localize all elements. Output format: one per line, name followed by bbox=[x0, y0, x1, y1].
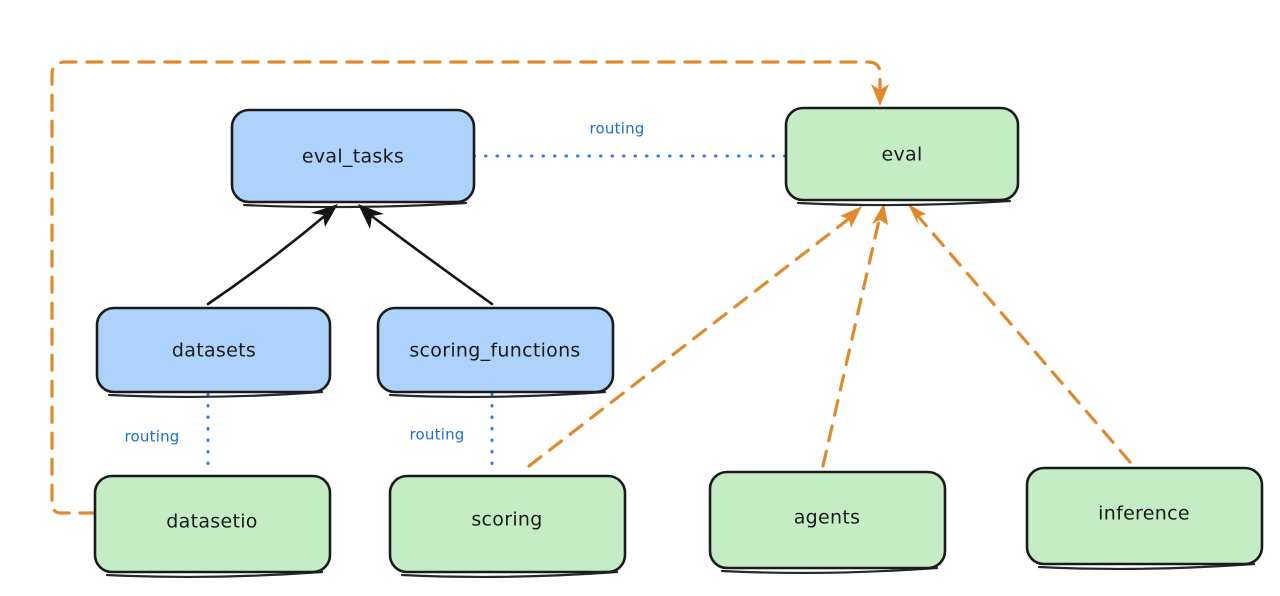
node-datasets[interactable]: datasets bbox=[95, 306, 332, 399]
node-agents[interactable]: agents bbox=[708, 470, 947, 575]
edge-scoring-eval bbox=[527, 206, 862, 468]
edge-datasets-eval-tasks bbox=[206, 204, 338, 306]
edge-inference-eval bbox=[908, 204, 1132, 464]
edge-label-routing-datasets-datasetio: routing bbox=[125, 428, 180, 446]
arrowhead-agents-eval bbox=[872, 203, 888, 225]
node-agents-shape[interactable] bbox=[708, 470, 947, 570]
node-scoring-functions[interactable]: scoring_functions bbox=[376, 306, 615, 399]
node-agents-label: agents bbox=[794, 507, 861, 529]
node-scoring-label: scoring bbox=[471, 509, 542, 531]
node-eval[interactable]: eval bbox=[784, 106, 1020, 207]
arrowhead-scoring-eval bbox=[840, 206, 862, 228]
node-inference-label: inference bbox=[1098, 503, 1190, 525]
node-scoring-shape[interactable] bbox=[388, 474, 627, 574]
node-inference[interactable]: inference bbox=[1025, 466, 1264, 571]
node-eval-label: eval bbox=[881, 144, 922, 166]
edge-agents-eval bbox=[821, 203, 888, 468]
node-eval-shape[interactable] bbox=[784, 106, 1020, 202]
node-scoring[interactable]: scoring bbox=[388, 474, 627, 579]
node-eval-tasks[interactable]: eval_tasks bbox=[230, 108, 476, 209]
edge-label-routing-scoring-functions-scoring: routing bbox=[410, 426, 465, 444]
node-inference-shape[interactable] bbox=[1025, 466, 1264, 566]
node-eval-tasks-label: eval_tasks bbox=[302, 146, 404, 168]
node-datasetio-label: datasetio bbox=[166, 511, 257, 533]
edge-label-routing-eval-tasks-eval: routing bbox=[590, 120, 645, 138]
node-eval-tasks-shape[interactable] bbox=[230, 108, 476, 204]
edge-datasetio-eval bbox=[50, 60, 889, 515]
arrowhead-datasetio-eval bbox=[871, 84, 889, 106]
node-scoring-functions-shape[interactable] bbox=[376, 306, 615, 394]
edge-scoring-functions-eval-tasks bbox=[358, 204, 494, 306]
arrowhead-inference-eval bbox=[908, 204, 926, 226]
node-datasetio[interactable]: datasetio bbox=[93, 474, 332, 579]
arrowhead-datasets-eval-tasks bbox=[311, 204, 338, 227]
node-scoring-functions-label: scoring_functions bbox=[409, 340, 580, 362]
node-datasetio-shape[interactable] bbox=[93, 474, 332, 574]
node-datasets-label: datasets bbox=[172, 340, 256, 362]
node-datasets-shape[interactable] bbox=[95, 306, 332, 394]
arrowhead-scoring-functions-eval-tasks bbox=[358, 204, 384, 229]
